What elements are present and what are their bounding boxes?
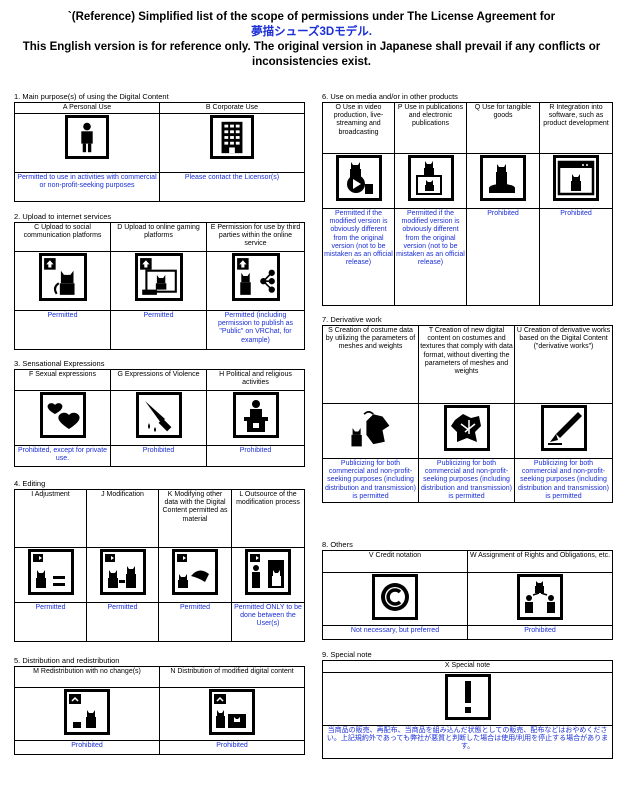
col-head: F Sexual expressions <box>14 369 111 391</box>
col-result: Prohibited <box>159 740 305 755</box>
col-head: S Creation of costume data by utilizing … <box>322 325 419 404</box>
col-head: H Political and religious activities <box>206 369 305 391</box>
section-special-note: 9. Special note X Special note 当商品の販売、再配… <box>322 650 613 759</box>
share-icon <box>231 253 280 301</box>
col-head: T Creation of new digital content on cos… <box>418 325 515 404</box>
copyright-icon <box>372 574 418 620</box>
section-title: 3. Sensational Expressions <box>14 359 105 368</box>
col-result: Not necessary, but preferred <box>322 625 468 640</box>
col-head: M Redistribution with no change(s) <box>14 666 160 688</box>
col-head: E Permission for use by third parties wi… <box>206 222 305 252</box>
col-head: A Personal Use <box>14 101 160 115</box>
software-icon <box>553 155 599 201</box>
section-title: 8. Others <box>322 540 353 549</box>
section-title: 1. Main purpose(s) of using the Digital … <box>14 92 169 101</box>
col-head: W Assignment of Rights and Obligations, … <box>467 550 613 573</box>
col-head: V Credit notation <box>322 550 468 573</box>
upload-cat-icon <box>38 253 87 301</box>
col-result: Please contact the Licensor(s) <box>159 172 305 203</box>
col-result: Prohibited <box>206 445 305 467</box>
person-icon <box>65 115 109 160</box>
podium-icon <box>232 392 279 438</box>
col-head: Q Use for tangible goods <box>466 102 540 154</box>
col-head: K Modifying other data with the Digital … <box>158 489 232 548</box>
header-line-1: `(Reference) Simplified list of the scop… <box>67 11 556 23</box>
section-title: 7. Derivative work <box>322 315 382 324</box>
document-header: `(Reference) Simplified list of the scop… <box>0 10 623 70</box>
upload-game-icon <box>134 253 183 301</box>
other-data-icon <box>172 549 218 595</box>
section-title: 6. Use on media and/or in other products <box>322 92 458 101</box>
modify-icon <box>99 549 146 595</box>
video-icon <box>335 155 382 201</box>
col-result: Publicizing for both commercial and non-… <box>418 457 515 504</box>
outsource-icon <box>245 549 291 595</box>
col-result: Permitted to use in activities with comm… <box>14 172 160 203</box>
col-result: Prohibited <box>466 208 540 306</box>
col-head: D Upload to online gaming platforms <box>110 222 207 252</box>
col-result: Permitted (including permission to publi… <box>206 310 305 350</box>
col-result: Prohibited <box>14 740 160 755</box>
col-result: Permitted <box>86 602 159 642</box>
texture-icon <box>443 405 490 451</box>
section-main-purpose: 1. Main purpose(s) of using the Digital … <box>14 92 305 203</box>
col-head: C Upload to social communication platfor… <box>14 222 111 252</box>
header-line-4: inconsistencies exist. <box>252 56 371 68</box>
redistribute-icon <box>64 689 110 735</box>
col-head: J Modification <box>86 489 159 548</box>
col-result: Permitted ONLY to be done between the Us… <box>231 602 305 642</box>
col-head: L Outsource of the modification process <box>231 489 305 548</box>
col-result: Permitted <box>158 602 232 642</box>
col-result: Publicizing for both commercial and non-… <box>322 457 419 504</box>
col-head: N Distribution of modified digital conte… <box>159 666 305 688</box>
pen-icon <box>540 405 587 451</box>
section-editing: 4. Editing I Adjustment J Modification K… <box>14 479 305 642</box>
col-result: Prohibited <box>467 625 613 640</box>
adjust-icon <box>27 549 74 595</box>
distribute-modified-icon <box>209 689 255 735</box>
col-result: Permitted <box>14 310 111 350</box>
col-head: R Integration into software, such as pro… <box>539 102 613 154</box>
knife-icon <box>135 392 182 438</box>
section-media: 6. Use on media and/or in other products… <box>322 92 613 306</box>
col-head: U Creation of derivative works based on … <box>514 325 613 404</box>
col-head: P Use in publications and electronic pub… <box>394 102 467 154</box>
building-icon <box>210 115 254 160</box>
model-name: 夢描シューズ3Dモデル. <box>251 26 372 38</box>
col-head: G Expressions of Violence <box>110 369 207 391</box>
col-result: Prohibited <box>539 208 613 306</box>
col-head: O Use in video production, live-streamin… <box>322 102 395 154</box>
costume-icon <box>348 405 394 451</box>
section-title: 2. Upload to internet services <box>14 212 112 221</box>
col-result: Publicizing for both commercial and non-… <box>514 457 613 504</box>
col-head: I Adjustment <box>14 489 87 548</box>
col-result: Permitted <box>110 310 207 350</box>
section-distribution: 5. Distribution and redistribution M Red… <box>14 656 305 755</box>
assignment-icon <box>517 574 563 620</box>
exclamation-icon <box>444 674 491 720</box>
col-result: Prohibited <box>110 445 207 467</box>
col-head: B Corporate Use <box>159 101 305 115</box>
section-title: 9. Special note <box>322 650 372 659</box>
heart-icon <box>39 392 86 438</box>
col-result: Permitted if the modified version is obv… <box>394 208 467 306</box>
col-result: Permitted <box>14 602 87 642</box>
col-result: Prohibited, except for private use. <box>14 445 111 467</box>
section-sensational: 3. Sensational Expressions F Sexual expr… <box>14 359 305 467</box>
col-result: Permitted if the modified version is obv… <box>322 208 395 306</box>
col-head: X Special note <box>322 660 613 673</box>
goods-icon <box>480 155 526 201</box>
section-title: 4. Editing <box>14 479 46 488</box>
section-title: 5. Distribution and redistribution <box>14 656 120 665</box>
publication-icon <box>407 155 454 201</box>
section-upload: 2. Upload to internet services C Upload … <box>14 212 305 350</box>
section-others: 8. Others V Credit notation W Assignment… <box>322 540 613 640</box>
header-line-3: This English version is for reference on… <box>22 41 601 53</box>
section-derivative: 7. Derivative work S Creation of costume… <box>322 315 613 504</box>
special-note-text: 当商品の販売、再配布、当商品を組み込んだ状態としての販売、配布などはおやめくださ… <box>322 725 613 759</box>
